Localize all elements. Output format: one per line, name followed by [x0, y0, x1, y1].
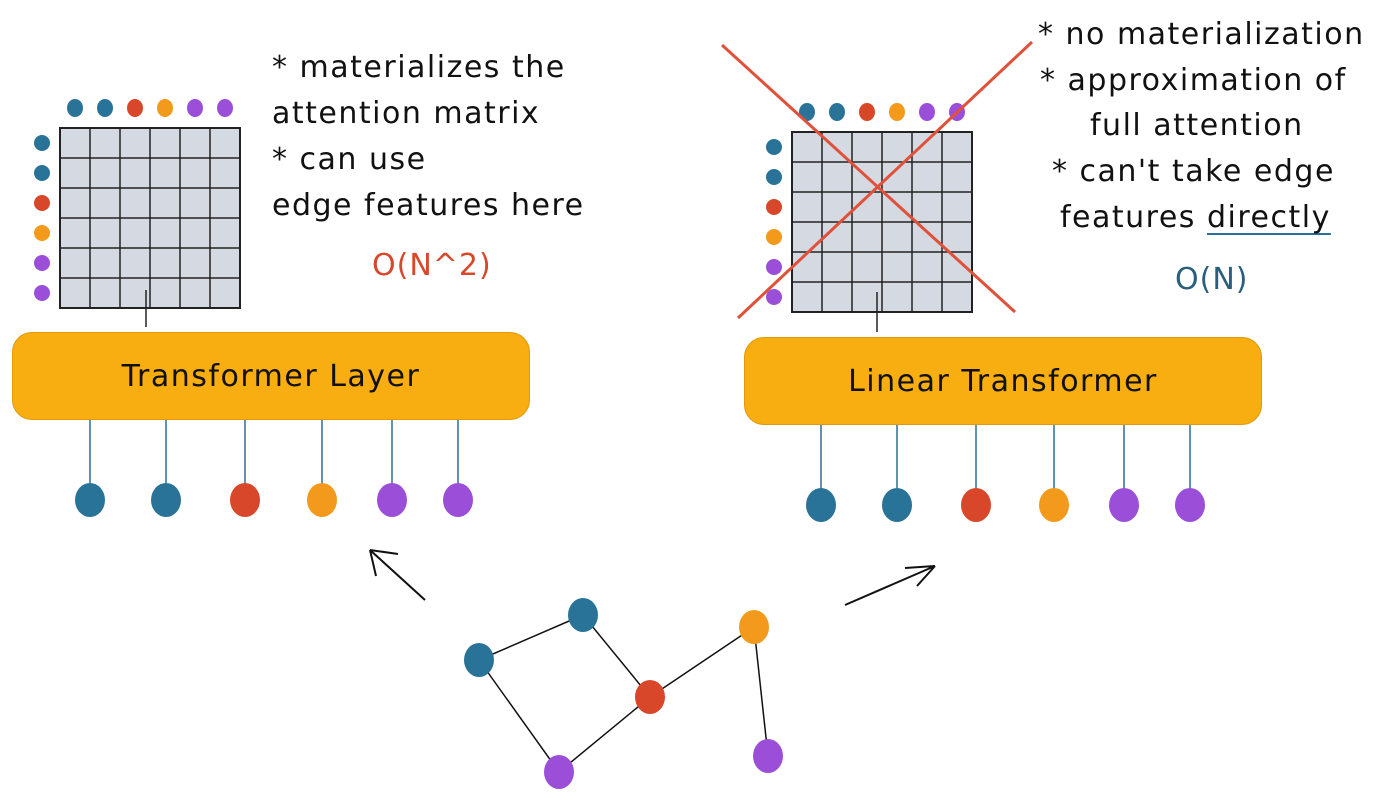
matrix-column-token — [67, 99, 83, 117]
right-attention-matrix — [766, 103, 973, 313]
graph-edge — [558, 696, 651, 773]
connector-lines — [145, 290, 878, 332]
token-node — [1109, 488, 1139, 522]
graph-node — [753, 739, 783, 773]
left-complexity: O(N^2) — [372, 248, 492, 283]
graph-node — [635, 680, 665, 714]
token-node — [1039, 488, 1069, 522]
matrix-row-token — [766, 169, 782, 185]
matrix-row-token — [34, 285, 50, 301]
right-note-line-2: * approximation of — [1040, 63, 1347, 98]
matrix-column-token — [97, 99, 113, 117]
graph-edge — [649, 626, 755, 698]
right-input-tokens — [806, 425, 1205, 522]
token-node — [230, 483, 260, 517]
arrows — [369, 549, 936, 606]
token-node — [1175, 488, 1205, 522]
token-node — [75, 483, 105, 517]
matrix-row-token — [34, 165, 50, 181]
right-note-line-4: * can't take edge — [1052, 154, 1335, 189]
matrix-column-token — [889, 103, 905, 121]
right-note-line-5: features directly — [1060, 195, 1331, 241]
left-note-line-1: * materializes the — [272, 50, 566, 85]
right-note-line-1: * no materialization — [1038, 17, 1365, 52]
token-node — [377, 483, 407, 517]
token-node — [806, 488, 836, 522]
matrix-row-token — [34, 255, 50, 271]
matrix-column-token — [799, 103, 815, 121]
graph-edge — [753, 626, 769, 757]
left-input-tokens — [75, 420, 473, 517]
matrix-row-token — [34, 225, 50, 241]
matrix-row-token — [766, 199, 782, 215]
graph-node — [739, 610, 769, 644]
cross-out-icon — [720, 40, 1034, 320]
right-complexity: O(N) — [1175, 262, 1249, 297]
graph-node — [464, 643, 494, 677]
matrix-row-token — [766, 139, 782, 155]
matrix-row-token — [766, 259, 782, 275]
graph-edge — [582, 614, 651, 698]
matrix-column-token — [859, 103, 875, 121]
left-attention-matrix — [34, 99, 241, 309]
input-graph — [464, 598, 783, 789]
matrix-column-token — [157, 99, 173, 117]
graph-edge — [478, 659, 560, 773]
graph-edge — [478, 614, 584, 661]
right-note-underlined-word: directly — [1206, 200, 1331, 235]
linear-transformer-block: Linear Transformer — [744, 337, 1262, 425]
matrix-row-token — [34, 195, 50, 211]
token-node — [443, 483, 473, 517]
matrix-column-token — [127, 99, 143, 117]
graph-node — [544, 755, 574, 789]
matrix-column-token — [217, 99, 233, 117]
graph-node — [568, 598, 598, 632]
left-note-line-2: attention matrix — [272, 96, 541, 131]
arrow-to-right-icon — [844, 565, 936, 606]
token-node — [307, 483, 337, 517]
token-node — [151, 483, 181, 517]
right-note-line-3: full attention — [1090, 108, 1304, 143]
left-note-line-4: edge features here — [272, 188, 585, 223]
matrix-column-token — [187, 99, 203, 117]
matrix-row-token — [34, 135, 50, 151]
left-note-line-3: * can use — [272, 142, 427, 177]
token-node — [882, 488, 912, 522]
matrix-row-token — [766, 289, 782, 305]
matrix-row-token — [766, 229, 782, 245]
arrow-to-left-icon — [369, 549, 426, 601]
matrix-column-token — [829, 103, 845, 121]
token-node — [961, 488, 991, 522]
transformer-layer-block: Transformer Layer — [12, 332, 530, 420]
matrix-column-token — [919, 103, 935, 121]
right-note-line-5-prefix: features — [1060, 200, 1207, 235]
